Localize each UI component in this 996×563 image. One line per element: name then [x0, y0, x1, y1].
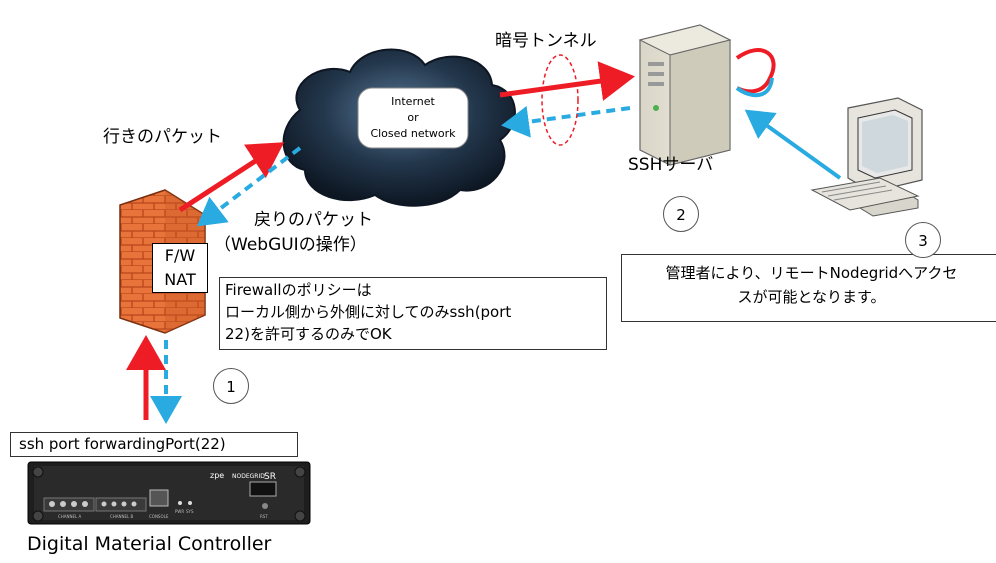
admin-note-box: 管理者により、リモートNodegridへアクセ スが可能となります。 [621, 254, 996, 322]
firewall-label-box: F/W NAT [152, 243, 208, 293]
policy-line-1: Firewallのポリシーは [225, 281, 372, 299]
step-3-badge: 3 [905, 222, 941, 258]
return-packet-label-2: （WebGUIの操作） [214, 235, 367, 255]
cloud-icon [282, 48, 516, 207]
policy-note-box: Firewallのポリシーは ローカル側から外側に対してのみssh(port 2… [219, 277, 607, 350]
outbound-arrow-fw-to-cloud [178, 142, 285, 213]
firewall-line-2: NAT [164, 270, 196, 289]
outbound-arrow-cloud-to-server [499, 61, 635, 101]
return-arrow-cloud-to-fw [196, 146, 302, 227]
device-rst-label: RST [260, 514, 268, 519]
device-brand: zpe [210, 471, 224, 480]
step-2-badge: 2 [663, 196, 699, 232]
device-pwr-label: PWR [175, 509, 184, 514]
device-panel [27, 461, 311, 525]
tunnel-ellipse [541, 54, 579, 146]
return-packet-label-1: 戻りのパケット [254, 210, 373, 230]
return-arrow-server-to-cloud [501, 105, 631, 138]
outbound-packet-label: 行きのパケット [103, 127, 222, 147]
admin-access-arrow [744, 109, 842, 180]
admin-line-2: スが可能となります。 [737, 288, 886, 306]
tunnel-label: 暗号トンネル [495, 31, 597, 51]
cloud-line-1: Internet [391, 95, 435, 108]
device-model-suffix: SR [264, 472, 276, 482]
policy-line-3: 22)を許可するのみでOK [225, 325, 392, 343]
device-model: NODEGRID [232, 473, 265, 480]
step-1-badge: 1 [213, 368, 249, 404]
device-port-a-label: CHANNEL A [58, 514, 82, 519]
cloud-label: Internet or Closed network [358, 94, 468, 142]
port-forwarding-box: ssh port forwardingPort(22) [10, 432, 298, 457]
policy-line-2: ローカル側から外側に対してのみssh(port [225, 303, 512, 321]
ssh-server-label: SSHサーバ [628, 155, 714, 175]
device-sys-label: SYS [186, 509, 194, 514]
device-port-b-label: CHANNEL B [110, 514, 134, 519]
device-console-label: CONSOLE [149, 514, 169, 519]
device-name-label: Digital Material Controller [27, 533, 272, 555]
cloud-line-2: or [407, 111, 419, 124]
server-icon [638, 24, 776, 166]
firewall-line-1: F/W [164, 246, 196, 265]
computer-icon [810, 97, 923, 217]
cloud-line-3: Closed network [370, 127, 456, 140]
admin-line-1: 管理者により、リモートNodegridへアクセ [665, 264, 958, 282]
